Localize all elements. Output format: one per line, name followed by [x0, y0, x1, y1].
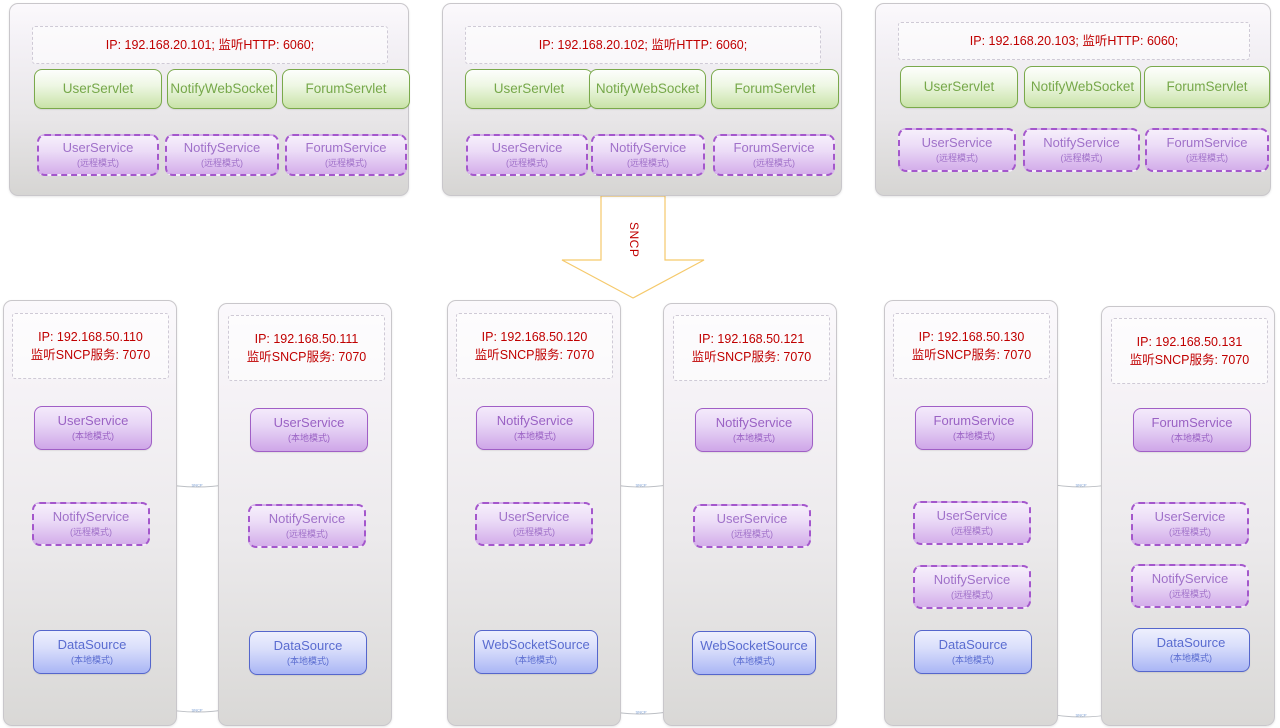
service-box-local[interactable]: UserService (本地模式) [34, 406, 152, 450]
service-box-local[interactable]: UserService (本地模式) [250, 408, 368, 452]
service-box-remote[interactable]: NotifyService (远程模式) [32, 502, 150, 546]
wire-label: SNCP [1075, 482, 1087, 488]
service-box-local[interactable]: ForumService (本地模式) [1133, 408, 1251, 452]
service-box-remote[interactable]: UserService (远程模式) [1131, 502, 1249, 546]
wire-label: SNCP [635, 482, 647, 488]
service-box-remote[interactable]: UserService (远程模式) [475, 502, 593, 546]
service-node-panel[interactable]: IP: 192.168.50.111 监听SNCP服务: 7070 UserSe… [218, 303, 392, 726]
node-header: IP: 192.168.50.110 监听SNCP服务: 7070 [12, 313, 169, 379]
web-node-panel[interactable]: IP: 192.168.20.103; 监听HTTP: 6060; UserSe… [875, 3, 1271, 196]
service-box-remote[interactable]: ForumService (远程模式) [1145, 128, 1269, 172]
service-box-remote[interactable]: UserService (远程模式) [37, 134, 159, 176]
service-node-panel[interactable]: IP: 192.168.50.121 监听SNCP服务: 7070 Notify… [663, 303, 837, 726]
service-box-remote[interactable]: UserService (远程模式) [693, 504, 811, 548]
node-header: IP: 192.168.50.111 监听SNCP服务: 7070 [228, 315, 385, 381]
service-node-panel[interactable]: IP: 192.168.50.120 监听SNCP服务: 7070 Notify… [447, 300, 621, 726]
service-box-remote[interactable]: NotifyService (远程模式) [1131, 564, 1249, 608]
servlet-box[interactable]: ForumServlet [711, 69, 839, 109]
wire-label: SNCP [635, 709, 647, 715]
servlet-box[interactable]: UserServlet [34, 69, 162, 109]
websocketsource-box[interactable]: WebSocketSource (本地模式) [474, 630, 598, 674]
servlet-box[interactable]: UserServlet [900, 66, 1018, 108]
servlet-box[interactable]: NotifyWebSocket [1024, 66, 1141, 108]
service-box-local[interactable]: NotifyService (本地模式) [476, 406, 594, 450]
service-box-remote[interactable]: ForumService (远程模式) [285, 134, 407, 176]
servlet-box[interactable]: NotifyWebSocket [589, 69, 706, 109]
node-header: IP: 192.168.50.130 监听SNCP服务: 7070 [893, 313, 1050, 379]
servlet-box[interactable]: NotifyWebSocket [167, 69, 277, 109]
service-box-remote[interactable]: NotifyService (远程模式) [591, 134, 705, 176]
service-box-remote[interactable]: NotifyService (远程模式) [248, 504, 366, 548]
node-header: IP: 192.168.20.101; 监听HTTP: 6060; [32, 26, 388, 64]
service-box-remote[interactable]: UserService (远程模式) [466, 134, 588, 176]
websocketsource-box[interactable]: WebSocketSource (本地模式) [692, 631, 816, 675]
service-box-remote[interactable]: NotifyService (远程模式) [913, 565, 1031, 609]
web-node-panel[interactable]: IP: 192.168.20.101; 监听HTTP: 6060; UserSe… [9, 3, 410, 196]
wire-label: SNCP [1075, 712, 1087, 718]
service-box-remote[interactable]: NotifyService (远程模式) [165, 134, 279, 176]
service-node-panel[interactable]: IP: 192.168.50.131 监听SNCP服务: 7070 ForumS… [1101, 306, 1275, 726]
node-header: IP: 192.168.20.103; 监听HTTP: 6060; [898, 22, 1250, 60]
service-box-remote[interactable]: NotifyService (远程模式) [1023, 128, 1140, 172]
node-header: IP: 192.168.20.102; 监听HTTP: 6060; [465, 26, 821, 64]
web-node-panel[interactable]: IP: 192.168.20.102; 监听HTTP: 6060; UserSe… [442, 3, 842, 196]
datasource-box[interactable]: DataSource (本地模式) [914, 630, 1032, 674]
datasource-box[interactable]: DataSource (本地模式) [249, 631, 367, 675]
wire-label: SNCP [191, 707, 203, 713]
servlet-box[interactable]: ForumServlet [282, 69, 410, 109]
node-header: IP: 192.168.50.121 监听SNCP服务: 7070 [673, 315, 830, 381]
servlet-box[interactable]: ForumServlet [1144, 66, 1270, 108]
node-header: IP: 192.168.50.131 监听SNCP服务: 7070 [1111, 318, 1268, 384]
datasource-box[interactable]: DataSource (本地模式) [1132, 628, 1250, 672]
service-box-local[interactable]: ForumService (本地模式) [915, 406, 1033, 450]
wire-label: SNCP [191, 482, 203, 488]
service-box-local[interactable]: NotifyService (本地模式) [695, 408, 813, 452]
service-node-panel[interactable]: IP: 192.168.50.130 监听SNCP服务: 7070 ForumS… [884, 300, 1058, 726]
datasource-box[interactable]: DataSource (本地模式) [33, 630, 151, 674]
service-box-remote[interactable]: UserService (远程模式) [913, 501, 1031, 545]
servlet-box[interactable]: UserServlet [465, 69, 593, 109]
node-header: IP: 192.168.50.120 监听SNCP服务: 7070 [456, 313, 613, 379]
service-box-remote[interactable]: UserService (远程模式) [898, 128, 1016, 172]
service-box-remote[interactable]: ForumService (远程模式) [713, 134, 835, 176]
service-node-panel[interactable]: IP: 192.168.50.110 监听SNCP服务: 7070 UserSe… [3, 300, 177, 726]
sncp-arrow-label: SNCP [627, 222, 641, 258]
